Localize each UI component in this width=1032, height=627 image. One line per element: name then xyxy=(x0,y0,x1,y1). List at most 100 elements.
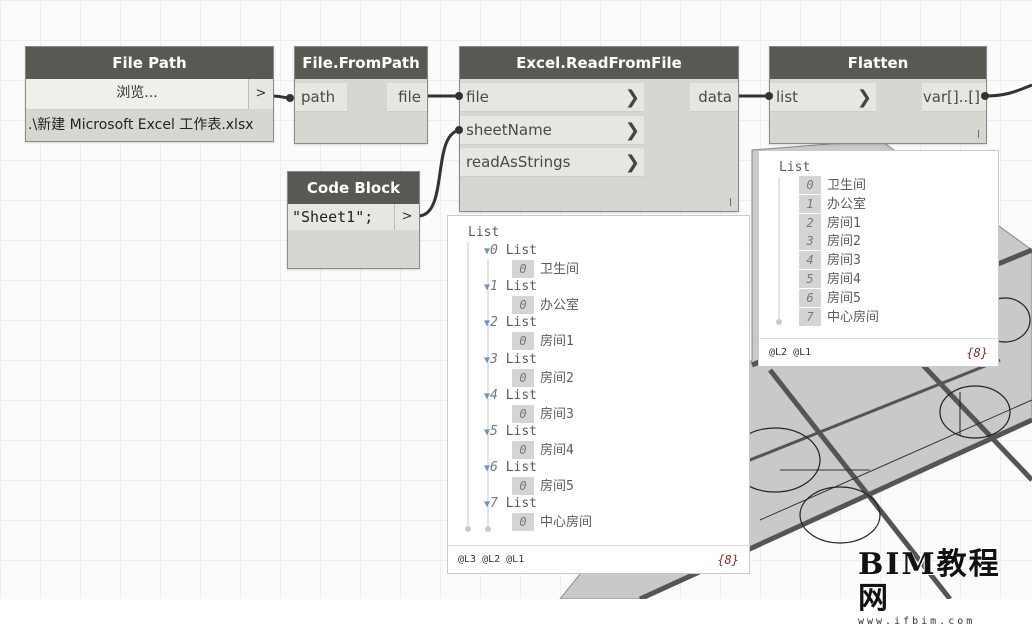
tree-lines xyxy=(776,177,782,325)
expand-triangle-icon[interactable]: ▼ xyxy=(484,390,491,402)
list-item[interactable]: ▼5 List xyxy=(484,423,537,442)
tree-lines xyxy=(465,242,491,532)
list-item[interactable]: ▼0 List xyxy=(484,242,537,261)
item-value: 房间2 xyxy=(540,370,574,386)
input-port-readasstrings[interactable]: readAsStrings ❯ xyxy=(460,148,644,177)
list-index: 3 xyxy=(490,351,498,367)
expand-triangle-icon[interactable]: ▼ xyxy=(484,427,491,438)
list-label: List xyxy=(505,496,537,512)
input-port-sheetname[interactable]: sheetName ❯ xyxy=(460,116,644,145)
expand-triangle-icon[interactable]: ▼ xyxy=(484,354,491,366)
list-label: List xyxy=(505,351,537,367)
chevron-right-icon: ❯ xyxy=(856,87,872,108)
file-path-value: .\新建 Microsoft Excel 工作表.xlsx xyxy=(28,117,254,133)
list-item: 2 房间1 xyxy=(799,213,861,233)
list-item[interactable]: ▼7 List xyxy=(484,495,537,514)
list-index: 7 xyxy=(490,496,498,512)
list-index: 2 xyxy=(490,315,498,331)
port-label: list xyxy=(776,88,799,106)
watermark-url: www.ifbim.com xyxy=(858,616,976,627)
file-path-node[interactable]: File Path 浏览... > .\新建 Microsoft Excel 工… xyxy=(25,46,274,142)
item-count: {8} xyxy=(966,346,988,360)
expand-triangle-icon[interactable]: ▼ xyxy=(484,246,491,257)
list-index: 4 xyxy=(490,387,498,403)
output-port[interactable]: > xyxy=(248,79,273,109)
port-label: sheetName xyxy=(466,121,552,139)
list-item[interactable]: ▼6 List xyxy=(484,459,537,478)
expand-triangle-icon[interactable]: ▼ xyxy=(484,499,491,511)
item-value: 中心房间 xyxy=(540,515,593,531)
list-item[interactable]: ▼2 List xyxy=(484,314,537,333)
file-from-path-node[interactable]: File.FromPath path file xyxy=(294,46,428,144)
input-port-list[interactable]: list ❯ xyxy=(770,83,876,112)
port-dot xyxy=(981,92,989,100)
list-label: List xyxy=(505,460,537,476)
item-index: 0 xyxy=(512,260,534,278)
output-port-var[interactable]: var[]..[] xyxy=(922,83,986,112)
item-value: 房间2 xyxy=(827,234,861,250)
list-item: 7 中心房间 xyxy=(799,307,880,327)
code-block-node[interactable]: Code Block "Sheet1"; > xyxy=(287,171,420,269)
expand-triangle-icon[interactable]: ▼ xyxy=(484,318,491,330)
item-value: 办公室 xyxy=(540,298,580,314)
item-value: 房间1 xyxy=(540,334,574,350)
list-root-label: List xyxy=(779,160,811,175)
item-index: 0 xyxy=(512,404,534,423)
list-index: 5 xyxy=(490,424,498,439)
list-label: List xyxy=(505,279,537,295)
lacing-indicator[interactable]: l xyxy=(976,128,980,141)
list-item[interactable]: ▼4 List xyxy=(484,387,537,406)
item-index: 2 xyxy=(799,213,821,232)
input-port-file[interactable]: file ❯ xyxy=(460,83,644,112)
expand-triangle-icon[interactable]: ▼ xyxy=(484,463,491,475)
list-item: 4 房间3 xyxy=(799,251,861,270)
item-index: 3 xyxy=(799,232,821,251)
port-dot xyxy=(286,94,294,102)
output-port-data[interactable]: data xyxy=(690,83,738,112)
flatten-node[interactable]: Flatten list ❯ var[]..[] l xyxy=(769,46,987,144)
code-text: "Sheet1"; xyxy=(292,208,374,226)
input-port-path[interactable]: path xyxy=(295,83,347,112)
port-dot xyxy=(765,92,773,100)
list-label: List xyxy=(505,387,537,403)
item-index: 0 xyxy=(799,176,821,194)
output-port[interactable]: > xyxy=(394,204,419,230)
item-value: 房间3 xyxy=(827,253,861,269)
list-item[interactable]: ▼1 List xyxy=(484,278,537,297)
item-index: 0 xyxy=(512,368,534,387)
item-index: 5 xyxy=(799,270,821,288)
item-index: 7 xyxy=(799,307,821,326)
item-index: 0 xyxy=(512,477,534,496)
item-index: 0 xyxy=(512,441,534,459)
item-index: 4 xyxy=(799,251,821,270)
lacing-indicator[interactable]: l xyxy=(728,196,732,209)
item-value: 房间1 xyxy=(827,215,861,231)
node-title: File Path xyxy=(26,47,273,79)
node-title: Flatten xyxy=(770,47,986,79)
code-editor[interactable]: "Sheet1"; xyxy=(288,204,394,230)
item-value: 房间4 xyxy=(827,272,861,287)
browse-button[interactable]: 浏览... xyxy=(26,79,248,110)
watermark-title: BIM教程网 xyxy=(858,547,1001,616)
output-port-file[interactable]: file xyxy=(387,83,427,112)
list-item[interactable]: ▼3 List xyxy=(484,351,537,370)
item-value: 房间5 xyxy=(827,290,861,306)
list-label: List xyxy=(505,243,537,258)
port-dot xyxy=(455,92,463,100)
list-item: 5 房间4 xyxy=(799,270,861,289)
list-item-value: 0 房间2 xyxy=(512,368,574,388)
expand-triangle-icon[interactable]: ▼ xyxy=(484,282,491,294)
list-index: 1 xyxy=(490,279,498,295)
list-label: List xyxy=(505,315,537,331)
excel-read-node[interactable]: Excel.ReadFromFile file ❯ sheetName ❯ re… xyxy=(459,46,739,212)
item-value: 中心房间 xyxy=(827,309,880,325)
